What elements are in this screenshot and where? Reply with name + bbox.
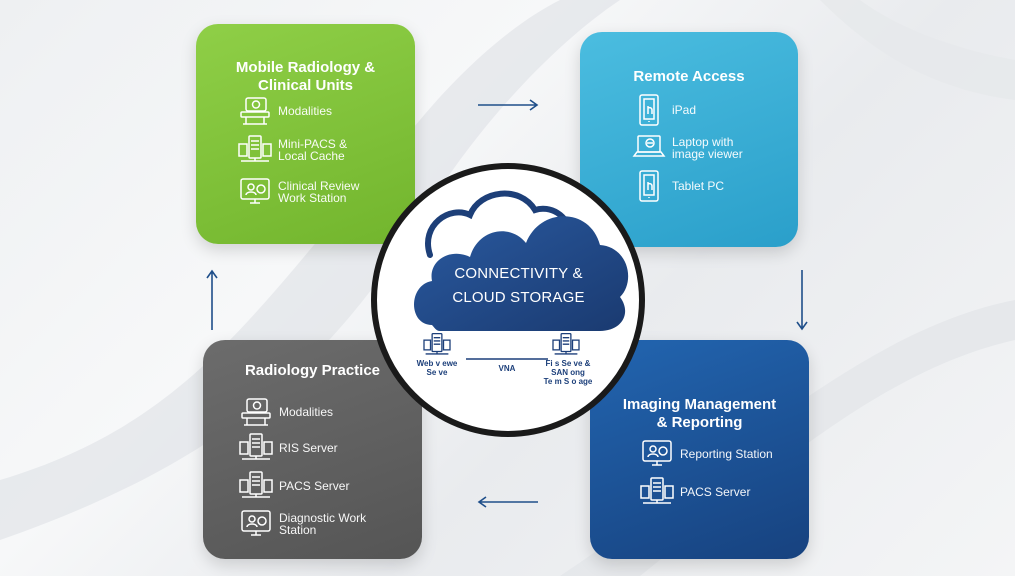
- remote-access-card: Remote Access iPad Laptop with image vie…: [580, 32, 798, 247]
- card-title: Imaging Management & Reporting: [622, 396, 777, 431]
- workstation-icon: [642, 440, 672, 466]
- connector-line: [466, 358, 548, 360]
- list-item: PACS Server: [640, 476, 750, 508]
- server-icon: [239, 471, 273, 498]
- list-item: iPad: [632, 94, 696, 126]
- list-item: Modalities: [239, 396, 333, 428]
- card-title: Mobile Radiology & Clinical Units: [235, 59, 376, 94]
- web-server-label: Web v ewe Se ve: [416, 359, 458, 377]
- server-icon: [239, 433, 273, 460]
- storage-server-label: Fi s Se ve & SAN ong Te m S o age: [543, 359, 593, 386]
- item-label: Diagnostic Work Station: [279, 511, 367, 537]
- list-item: RIS Server: [239, 432, 338, 464]
- laptop-icon: [632, 135, 666, 157]
- list-item: Diagnostic Work Station: [239, 508, 366, 540]
- arrow-right-icon: [478, 99, 539, 111]
- modality-icon: [240, 97, 270, 125]
- server-icon: [238, 135, 272, 162]
- item-label: Reporting Station: [680, 447, 773, 461]
- cloud-title: CONNECTIVITY & CLOUD STORAGE: [452, 265, 585, 306]
- list-item: Clinical Review Work Station: [238, 176, 359, 208]
- tablet-icon: [639, 94, 659, 126]
- workstation-icon: [241, 510, 271, 536]
- item-label: Clinical Review Work Station: [278, 179, 360, 205]
- radiology-practice-card: Radiology Practice Modalities RIS Server…: [203, 340, 422, 559]
- item-label: Modalities: [279, 405, 334, 419]
- web-server-icon: [423, 332, 451, 355]
- cloud-icon: [414, 190, 629, 331]
- item-label: Mini-PACS & Local Cache: [278, 137, 348, 163]
- server-icon: [640, 477, 674, 504]
- item-label: RIS Server: [279, 441, 338, 455]
- item-label: Laptop with image viewer: [672, 135, 743, 161]
- list-item: Modalities: [238, 95, 332, 127]
- tablet-icon: [639, 170, 659, 202]
- storage-server-icon: [552, 332, 580, 355]
- item-label: PACS Server: [279, 479, 350, 493]
- list-item: Laptop with image viewer: [632, 132, 743, 164]
- vna-label: VNA: [498, 364, 516, 373]
- item-label: Modalities: [278, 104, 333, 118]
- imaging-management-card: Imaging Management & Reporting Reporting…: [590, 340, 809, 559]
- card-title: Remote Access: [633, 68, 745, 85]
- workstation-icon: [240, 178, 270, 204]
- arrow-down-icon: [796, 270, 808, 331]
- card-title: Radiology Practice: [244, 362, 381, 379]
- item-label: PACS Server: [680, 485, 751, 499]
- arrow-left-icon: [477, 496, 538, 508]
- modality-icon: [241, 398, 271, 426]
- list-item: Mini-PACS & Local Cache: [238, 134, 347, 166]
- item-label: Tablet PC: [672, 179, 725, 193]
- mobile-radiology-card: Mobile Radiology & Clinical Units Modali…: [196, 24, 415, 244]
- list-item: PACS Server: [239, 470, 349, 502]
- arrow-up-icon: [206, 269, 218, 330]
- list-item: Reporting Station: [640, 438, 773, 470]
- item-label: iPad: [672, 103, 697, 117]
- list-item: Tablet PC: [632, 170, 724, 202]
